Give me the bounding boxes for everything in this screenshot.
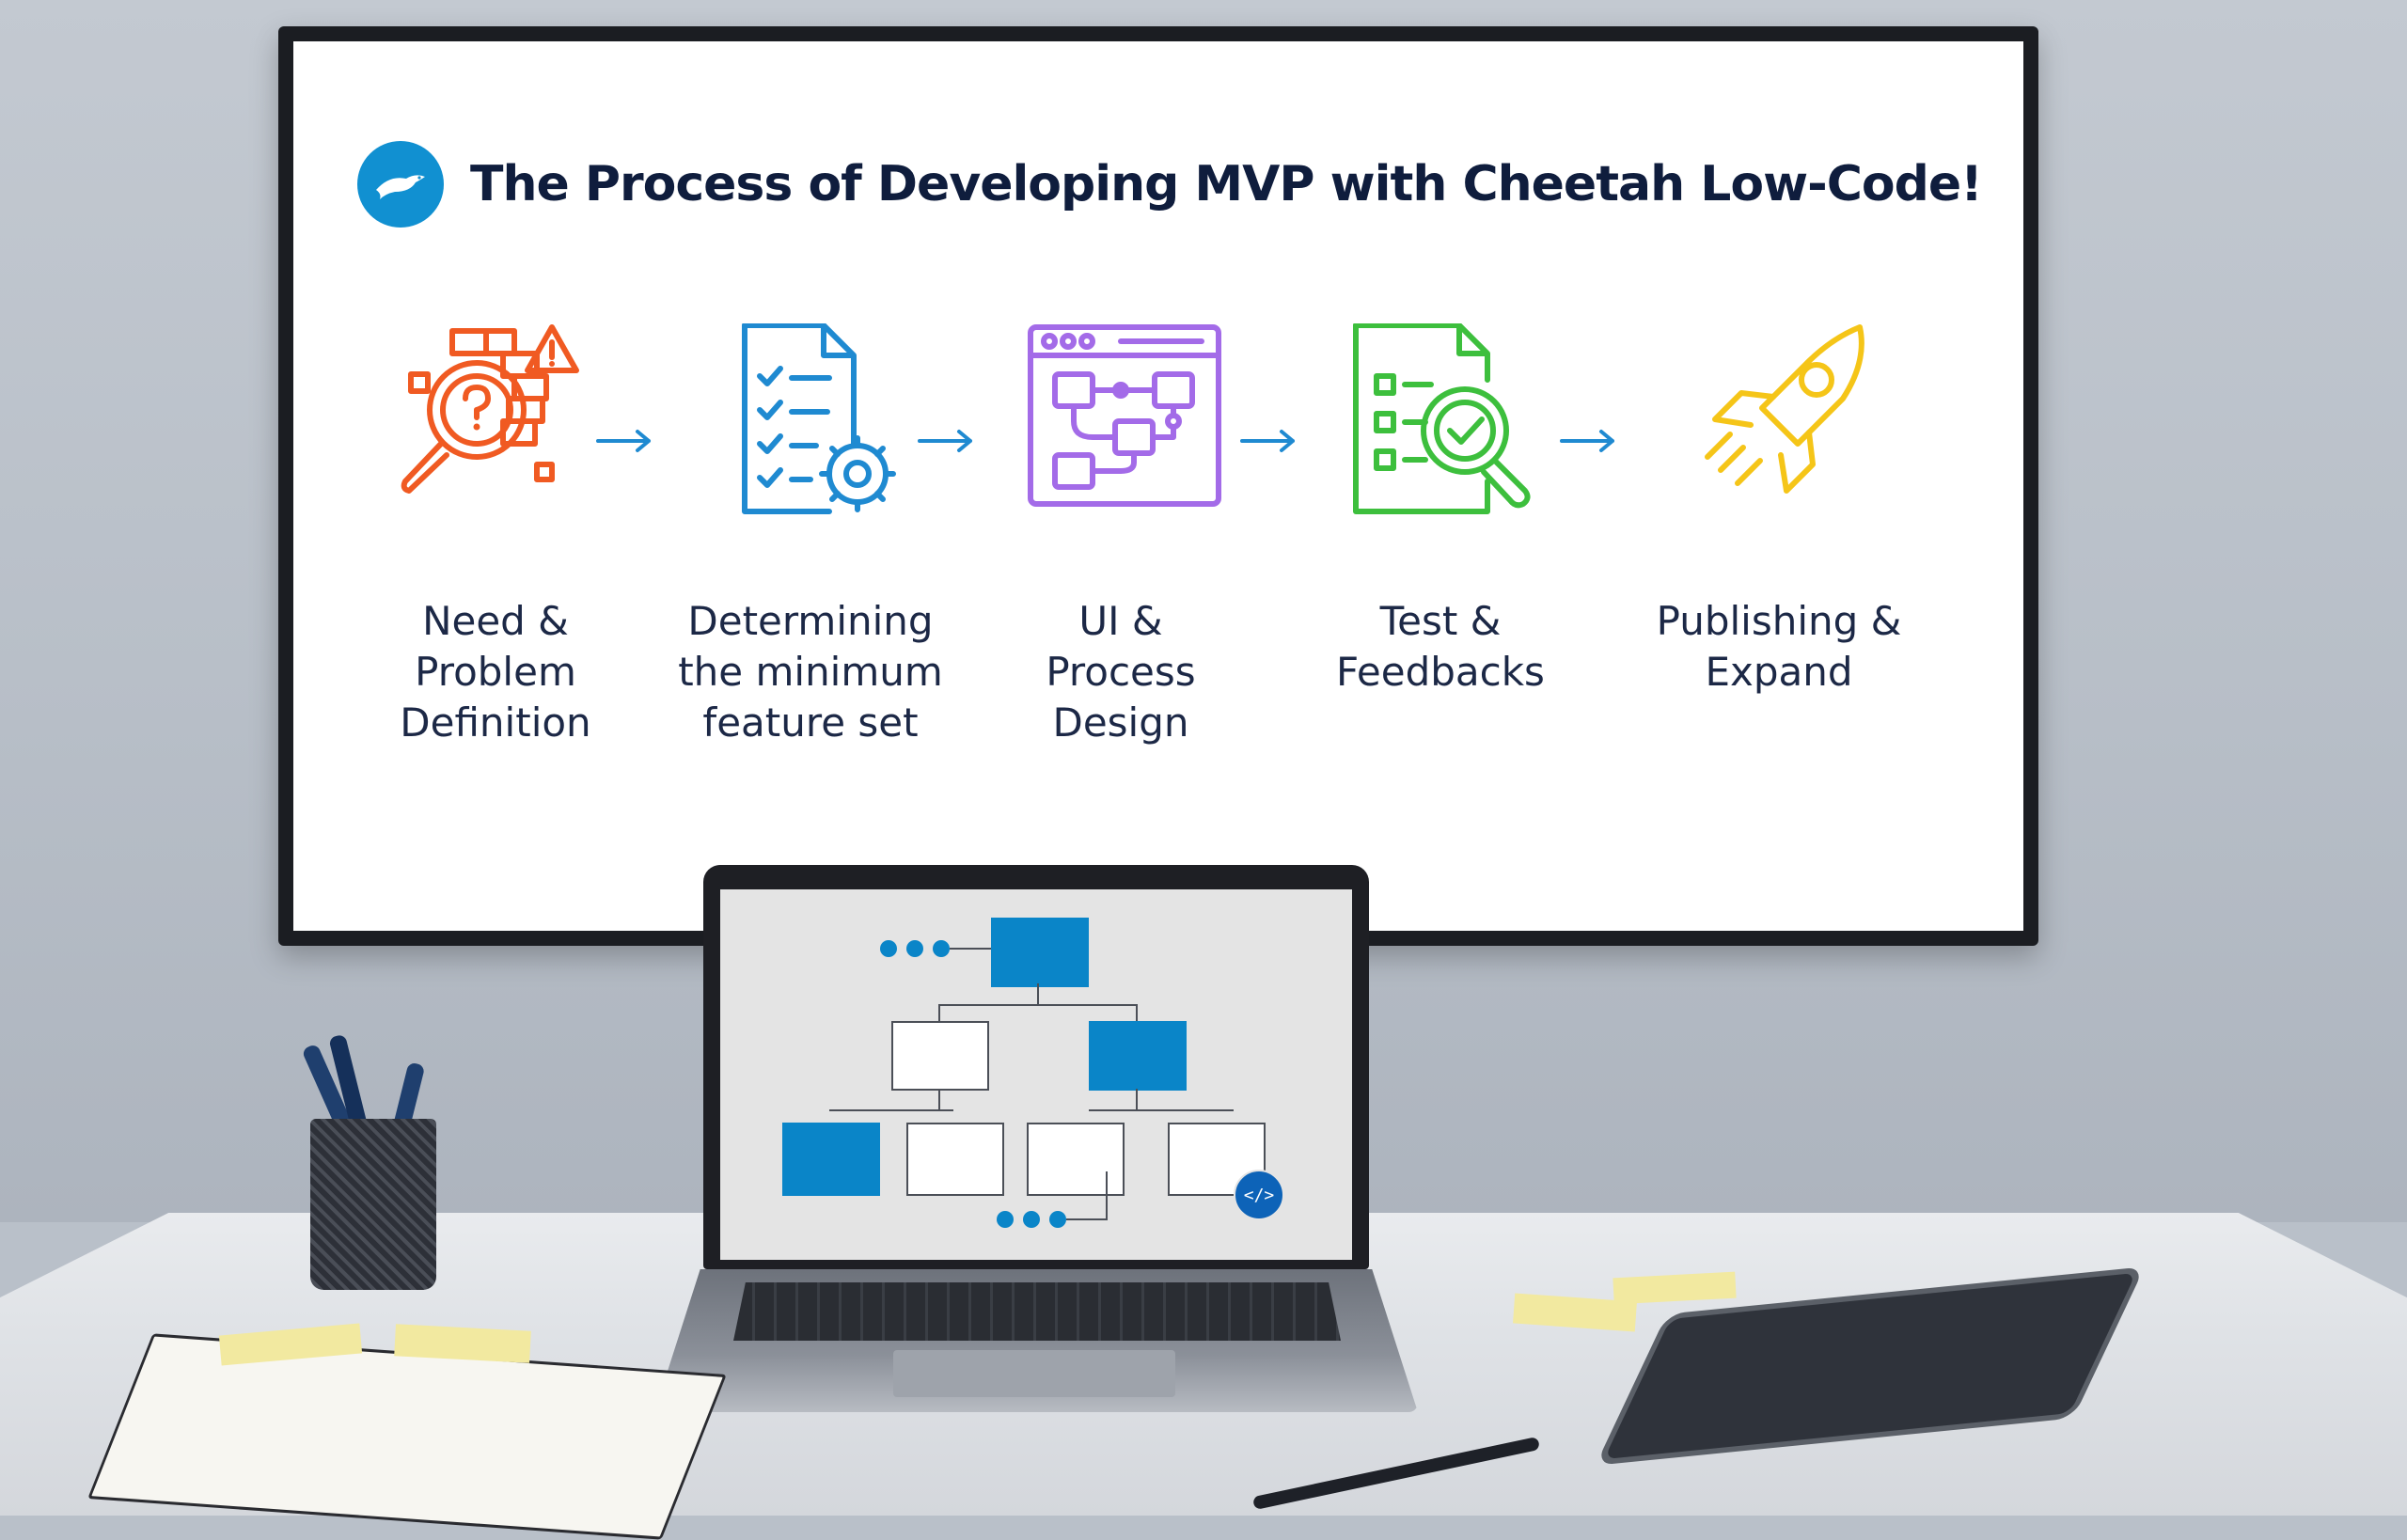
- code-icon: </>: [1234, 1170, 1284, 1220]
- step-label: Determining the minimum feature set: [669, 596, 952, 748]
- step-label: Publishing & Expand: [1638, 596, 1920, 698]
- title-row: The Process of Developing MVP with Cheet…: [357, 141, 1982, 228]
- magnifier-question-icon: [392, 323, 599, 521]
- step-label: UI & Process Design: [980, 596, 1262, 748]
- pen-holder: [310, 1119, 436, 1290]
- document-magnifier-check-icon: [1337, 323, 1544, 521]
- diagram-node: [891, 1021, 989, 1091]
- ellipsis-icon: [997, 1211, 1066, 1228]
- laptop: </>: [703, 865, 1369, 1269]
- arrow-right-icon: [916, 427, 976, 460]
- ellipsis-icon: [880, 940, 950, 957]
- connector-line: [1066, 1218, 1108, 1220]
- step-publishing-expand: Publishing & Expand: [1638, 323, 1920, 698]
- connector-line: [1106, 1171, 1108, 1220]
- step-label: Need & Problem Definition: [354, 596, 637, 748]
- diagram-node: [1089, 1021, 1187, 1091]
- slide-title: The Process of Developing MVP with Cheet…: [470, 156, 1982, 212]
- trackpad: [893, 1350, 1175, 1397]
- connector-line: [1037, 983, 1039, 1004]
- diagram-node: [991, 918, 1089, 987]
- laptop-screen: </>: [720, 889, 1352, 1260]
- wall-monitor: The Process of Developing MVP with Cheet…: [278, 26, 2038, 946]
- arrow-right-icon: [594, 427, 654, 460]
- cheetah-logo-icon: [357, 141, 444, 228]
- slide-screen: The Process of Developing MVP with Cheet…: [293, 41, 2023, 931]
- arrow-right-icon: [1558, 427, 1618, 460]
- step-ui-process-design: UI & Process Design: [980, 323, 1262, 748]
- diagram-node: [1027, 1123, 1125, 1196]
- browser-flow-icon: [1017, 323, 1224, 521]
- connector-line: [938, 1004, 940, 1021]
- diagram-node: [782, 1123, 880, 1196]
- connector-line: [950, 948, 991, 950]
- connector-line: [938, 1089, 940, 1109]
- step-minimum-feature-set: Determining the minimum feature set: [669, 323, 952, 748]
- connector-line: [829, 1109, 953, 1111]
- connector-line: [1136, 1004, 1138, 1021]
- diagram-node: [906, 1123, 1004, 1196]
- arrow-right-icon: [1238, 427, 1298, 460]
- keyboard: [733, 1282, 1341, 1341]
- connector-line: [938, 1004, 1136, 1006]
- checklist-gear-icon: [707, 323, 914, 521]
- connector-line: [1089, 1109, 1234, 1111]
- step-label: Test & Feedbacks: [1299, 596, 1581, 698]
- rocket-icon: [1675, 323, 1882, 521]
- step-need-problem: Need & Problem Definition: [354, 323, 637, 748]
- step-test-feedbacks: Test & Feedbacks: [1299, 323, 1581, 698]
- connector-line: [1136, 1089, 1138, 1109]
